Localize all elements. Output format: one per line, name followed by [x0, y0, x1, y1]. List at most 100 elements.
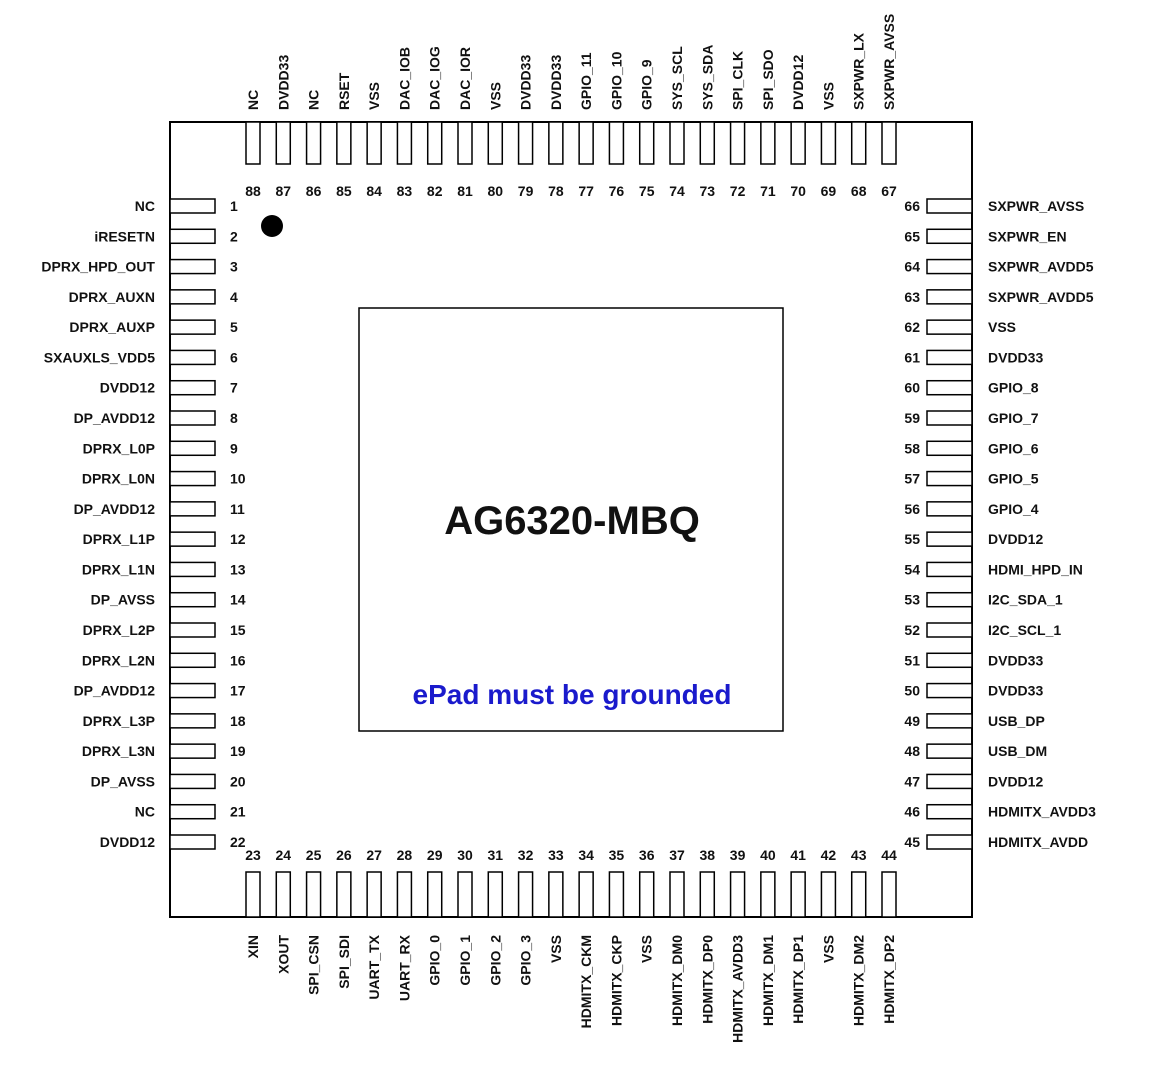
pin-label-bottom-1: XOUT: [275, 935, 291, 974]
pin-pad-left-14: [169, 622, 216, 638]
pin-label-right-19: SXPWR_AVDD5: [988, 259, 1094, 275]
pin-num-bottom-0: 23: [245, 847, 261, 863]
pin-pad-top-7: [669, 121, 685, 165]
pin-num-bottom-14: 37: [669, 847, 685, 863]
pin-pad-top-5: [729, 121, 746, 165]
pin-num-right-10: 55: [904, 531, 920, 547]
pin-label-right-18: SXPWR_AVDD5: [988, 289, 1094, 305]
pin-label-top-16: DAC_IOB: [396, 47, 412, 110]
pin-label-bottom-12: HDMITX_CKP: [608, 935, 624, 1026]
pin-label-left-9: DPRX_L0N: [82, 471, 155, 487]
pin-num-left-19: 20: [230, 773, 246, 789]
pin-label-bottom-19: VSS: [820, 935, 836, 963]
pin-label-right-11: GPIO_4: [988, 501, 1039, 517]
pin-num-right-3: 48: [904, 743, 920, 759]
pin-pad-right-12: [926, 470, 973, 487]
pin-pad-bottom-12: [608, 871, 625, 918]
pin-label-left-10: DP_AVDD12: [74, 501, 156, 517]
pin-pad-left-15: [169, 652, 216, 669]
pin-num-bottom-16: 39: [730, 847, 746, 863]
pin-label-bottom-9: GPIO_3: [518, 935, 534, 986]
pin-num-bottom-8: 31: [487, 847, 503, 863]
pin-pad-top-13: [487, 121, 504, 165]
pin-pad-top-12: [517, 121, 534, 165]
pin-label-bottom-3: SPI_SDI: [336, 935, 352, 989]
pin-num-bottom-7: 30: [457, 847, 473, 863]
pin-pad-top-2: [820, 121, 837, 165]
pin-label-bottom-13: VSS: [639, 935, 655, 963]
pin-pad-bottom-9: [517, 871, 534, 918]
pin-label-right-16: DVDD33: [988, 349, 1043, 365]
pin-label-top-7: SYS_SCL: [669, 46, 685, 110]
pin-label-right-15: GPIO_8: [988, 380, 1039, 396]
pin-num-right-13: 58: [904, 440, 920, 456]
pin-num-right-6: 51: [904, 652, 920, 668]
pin-num-left-10: 11: [230, 501, 245, 517]
pin-label-right-3: USB_DM: [988, 743, 1047, 759]
pin-pad-right-13: [926, 440, 973, 457]
pin-num-left-12: 13: [230, 561, 246, 577]
pin-pad-right-0: [926, 834, 973, 850]
pin-pad-bottom-17: [760, 871, 776, 918]
pin-pad-bottom-8: [487, 871, 504, 918]
pin-num-bottom-18: 41: [790, 847, 806, 863]
pin-num-top-12: 79: [518, 183, 534, 199]
pin-pad-left-12: [169, 561, 216, 578]
pin-pad-right-16: [926, 349, 973, 366]
pin-pad-top-20: [275, 121, 292, 165]
pin-label-left-14: DPRX_L2P: [83, 622, 155, 638]
pin-label-left-6: DVDD12: [100, 380, 155, 396]
pin-num-top-0: 67: [881, 183, 897, 199]
pin-num-left-4: 5: [230, 319, 238, 335]
pin-num-right-14: 59: [904, 410, 920, 426]
pin-num-top-14: 81: [457, 183, 473, 199]
pin-label-bottom-18: HDMITX_DP1: [790, 935, 806, 1024]
pin-pad-right-21: [926, 198, 973, 214]
pin-num-left-21: 22: [230, 834, 246, 850]
pin-num-top-1: 68: [851, 183, 867, 199]
pin-num-top-4: 71: [760, 183, 776, 199]
pin-pad-top-10: [578, 121, 594, 165]
pin-pad-top-11: [548, 121, 564, 165]
pin-pad-bottom-3: [336, 871, 352, 918]
pin-label-bottom-10: VSS: [548, 935, 564, 963]
pin-label-left-16: DP_AVDD12: [74, 683, 156, 699]
pin-num-right-11: 56: [904, 501, 920, 517]
pin-pad-right-4: [926, 713, 973, 729]
pin-num-left-9: 10: [230, 471, 246, 487]
pin-pad-bottom-14: [669, 871, 685, 918]
pin-label-right-21: SXPWR_AVSS: [988, 198, 1084, 214]
pin-label-top-14: DAC_IOR: [457, 47, 473, 110]
pin-pad-right-18: [926, 289, 973, 305]
pin-pad-left-2: [169, 258, 216, 275]
pin-pad-right-3: [926, 743, 973, 759]
pin-label-left-21: DVDD12: [100, 834, 155, 850]
pin-label-bottom-17: HDMITX_DM1: [760, 935, 776, 1026]
pin-label-top-5: SPI_CLK: [730, 51, 746, 110]
pin-num-bottom-6: 29: [427, 847, 443, 863]
pin-pad-bottom-16: [729, 871, 746, 918]
pin-num-left-18: 19: [230, 743, 246, 759]
pin-pad-left-11: [169, 531, 216, 547]
pin-num-top-17: 84: [366, 183, 382, 199]
pin-label-top-13: VSS: [487, 82, 503, 110]
pin-pad-bottom-11: [578, 871, 594, 918]
pin-num-left-11: 12: [230, 531, 246, 547]
pin-pad-bottom-2: [305, 871, 322, 918]
pin-pad-right-15: [926, 379, 973, 396]
pin-label-bottom-7: GPIO_1: [457, 935, 473, 986]
pin-num-right-1: 46: [904, 804, 920, 820]
pin-label-bottom-20: HDMITX_DM2: [851, 935, 867, 1026]
pin-num-bottom-21: 44: [881, 847, 897, 863]
pin-num-left-13: 14: [230, 592, 246, 608]
pin-label-left-3: DPRX_AUXN: [69, 289, 155, 305]
pin-pad-bottom-15: [699, 871, 716, 918]
pin-pad-bottom-20: [850, 871, 867, 918]
pin-num-top-2: 69: [821, 183, 837, 199]
pin-num-top-20: 87: [275, 183, 291, 199]
pin-pad-right-19: [926, 258, 973, 275]
pin-num-right-21: 66: [904, 198, 920, 214]
pin-label-left-15: DPRX_L2N: [82, 652, 155, 668]
pin-num-right-16: 61: [904, 349, 920, 365]
